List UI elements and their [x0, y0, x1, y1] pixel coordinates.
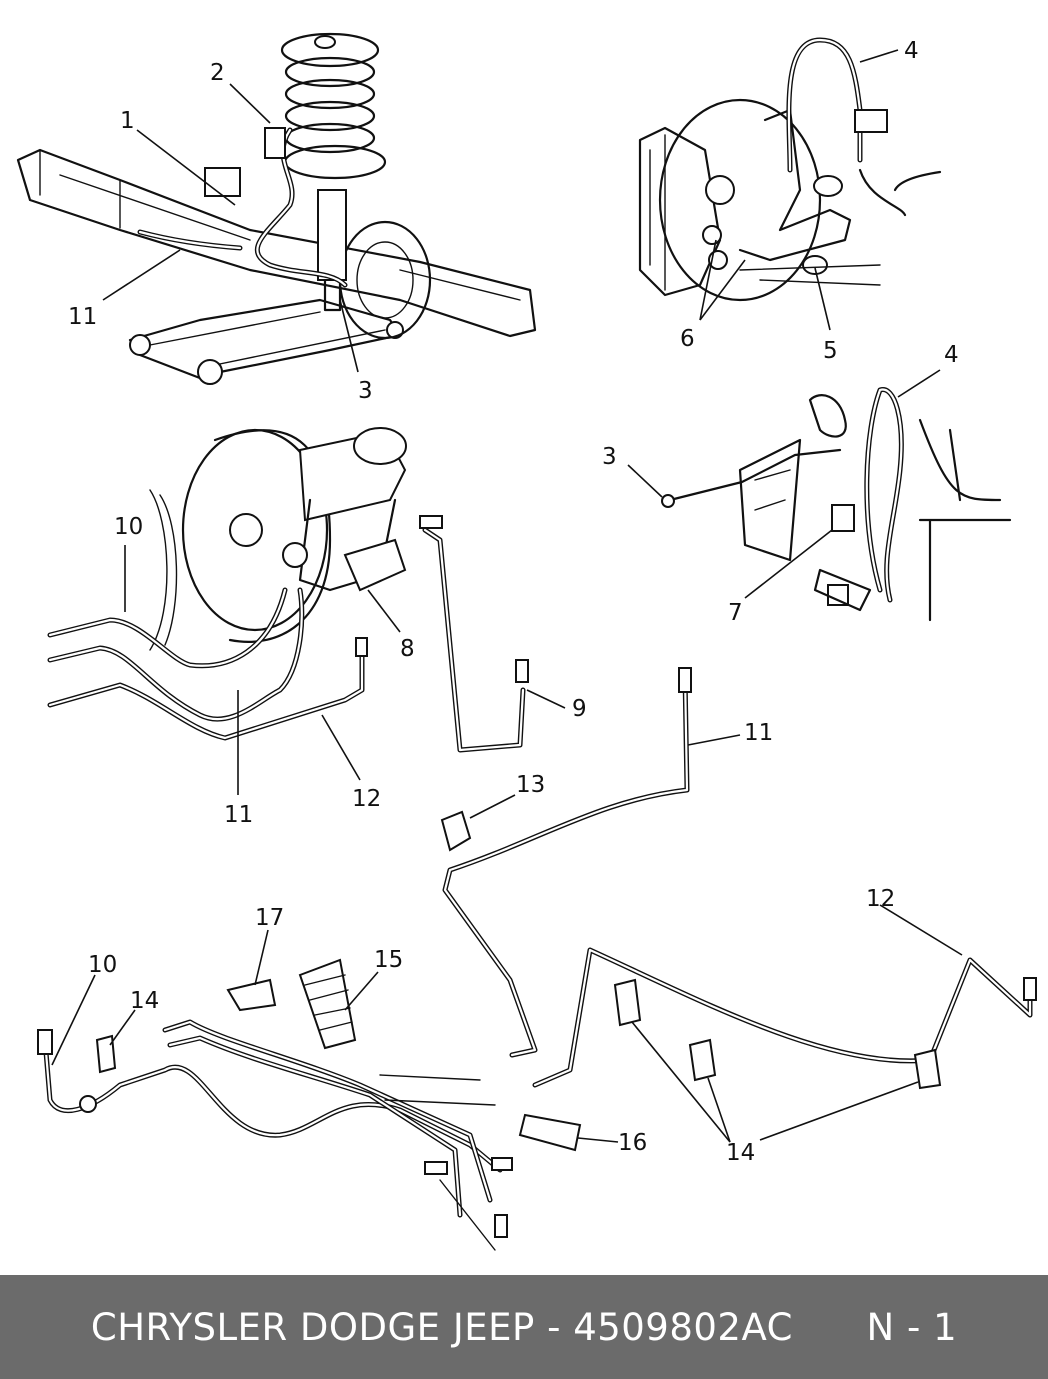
callout-15: 15	[374, 947, 403, 973]
master-cylinder-illustration: 10 8 9 11 12	[47, 427, 587, 828]
callout-7: 7	[728, 600, 743, 626]
callout-6: 6	[680, 326, 695, 352]
callout-4-top: 4	[904, 38, 919, 64]
callout-13: 13	[516, 772, 545, 798]
callout-14-right: 14	[726, 1140, 755, 1166]
callout-12-mc: 12	[352, 786, 381, 812]
brake-lines-exploded-diagram: 1 2 3 11 4 5 6	[16, 32, 1037, 1251]
callout-9: 9	[572, 696, 587, 722]
part-number: 4509802AC	[573, 1305, 793, 1349]
callout-11-line: 11	[744, 720, 773, 746]
callout-5: 5	[823, 338, 838, 364]
callout-1: 1	[120, 108, 135, 134]
page-label: N - 1	[866, 1305, 958, 1349]
callout-10: 10	[114, 514, 143, 540]
caliper-hose-illustration: 4 5 6	[638, 37, 942, 364]
callout-3: 3	[358, 378, 373, 404]
brand-label: CHRYSLER DODGE JEEP	[90, 1305, 535, 1349]
callout-17: 17	[255, 905, 284, 931]
callout-14-left: 14	[130, 988, 159, 1014]
callout-12-line: 12	[866, 886, 895, 912]
separator: -	[534, 1305, 574, 1349]
callout-11-mc: 11	[224, 802, 253, 828]
callout-10-line: 10	[88, 952, 117, 978]
front-suspension-illustration: 1 2 3 11	[16, 32, 537, 404]
footer-bar: CHRYSLER DODGE JEEP - 4509802AC N - 1	[0, 1275, 1048, 1379]
callout-8: 8	[400, 636, 415, 662]
rear-hose-bracket-illustration: 3 4 7	[602, 342, 1012, 626]
callout-11: 11	[68, 304, 97, 330]
callout-4-rear: 4	[944, 342, 959, 368]
callout-16: 16	[618, 1130, 647, 1156]
callout-3-rear: 3	[602, 444, 617, 470]
callout-2: 2	[210, 60, 225, 86]
brake-line-routing-illustration: 13 11 12 14 16	[37, 667, 1037, 1251]
part-caption: CHRYSLER DODGE JEEP - 4509802AC N - 1	[91, 1306, 957, 1349]
